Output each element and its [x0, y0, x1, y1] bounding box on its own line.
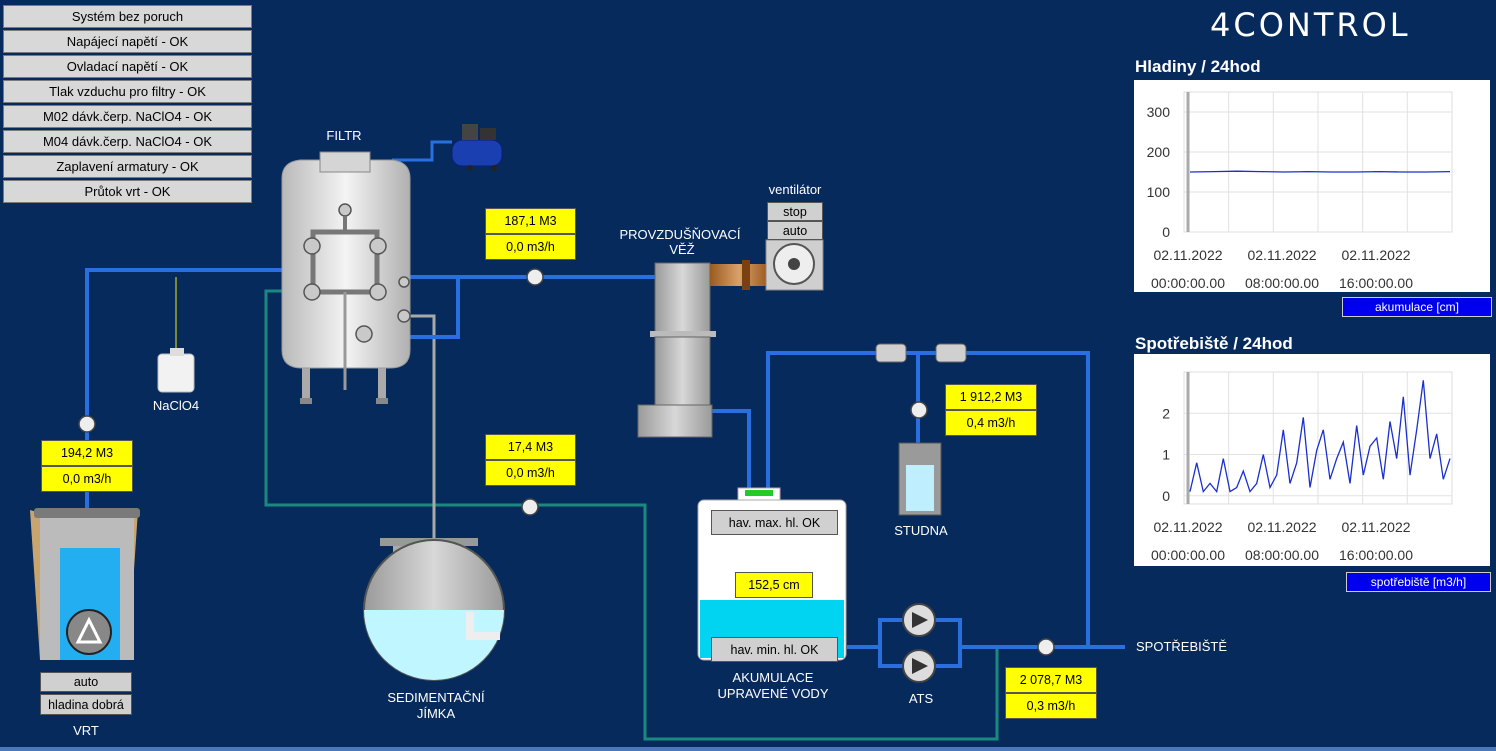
air-line	[392, 140, 452, 162]
sediment-total: 17,4 M3	[485, 434, 576, 460]
x-tick-time: 08:00:00.00	[1245, 547, 1319, 563]
vrt-level-status: hladina dobrá	[40, 694, 132, 715]
hav-max-status: hav. max. hl. OK	[711, 510, 838, 535]
label-provzdusnovaci: PROVZDUŠŇOVACÍ	[619, 227, 741, 242]
chart-spotrebiste-svg: 0 1 2 02.11.2022 02.11.2022 02.11.2022 00:00:0…	[1151, 371, 1453, 563]
chart-hladiny-legend[interactable]: akumulace [cm]	[1342, 297, 1492, 317]
label-spotrebiste: SPOTŘEBIŠTĚ	[1136, 639, 1228, 654]
blue-pipes	[85, 268, 1125, 668]
label-jimka: JÍMKA	[416, 706, 456, 721]
vrt-total: 194,2 M3	[41, 440, 133, 466]
x-tick-time: 16:00:00.00	[1339, 547, 1413, 563]
status-item[interactable]: Zaplavení armatury - OK	[3, 155, 252, 178]
teal-pipes	[264, 289, 999, 741]
sediment-flow: 0,0 m3/h	[485, 460, 576, 486]
x-tick-date: 02.11.2022	[1153, 519, 1222, 535]
label-vez: VĚŽ	[669, 242, 695, 257]
sediment-tank-icon	[363, 538, 505, 681]
status-item[interactable]: Tlak vzduchu pro filtry - OK	[3, 80, 252, 103]
filter-out-total: 187,1 M3	[485, 208, 576, 234]
brand-logo: 4CONTROL	[1210, 6, 1411, 44]
hav-min-status: hav. min. hl. OK	[711, 637, 838, 662]
sediment-pipe	[406, 314, 436, 540]
y-tick-label: 200	[1147, 144, 1171, 160]
filter-out-flow: 0,0 m3/h	[485, 234, 576, 260]
bottom-divider	[0, 747, 1496, 751]
label-studna: STUDNA	[894, 523, 948, 538]
chart-hladiny-title: Hladiny / 24hod	[1135, 57, 1261, 76]
x-tick-date: 02.11.2022	[1341, 519, 1410, 535]
chart-spotrebiste-title: Spotřebiště / 24hod	[1135, 334, 1293, 353]
vent-stop-button[interactable]: stop	[767, 202, 823, 221]
x-tick-time: 08:00:00.00	[1245, 275, 1319, 291]
chart-spotrebiste: 0 1 2 02.11.2022 02.11.2022 02.11.2022 00:00:0…	[1134, 354, 1490, 566]
spotr-flow: 0,3 m3/h	[1005, 693, 1097, 719]
valve-icons	[875, 343, 967, 363]
ats-pumps-icon	[902, 603, 936, 683]
y-tick-label: 300	[1147, 104, 1171, 120]
status-item[interactable]: Ovladací napětí - OK	[3, 55, 252, 78]
x-tick-time: 16:00:00.00	[1339, 275, 1413, 291]
studna-icon	[898, 442, 942, 516]
spotr-total: 2 078,7 M3	[1005, 667, 1097, 693]
x-tick-date: 02.11.2022	[1153, 247, 1222, 263]
label-upravene-vody: UPRAVENÉ VODY	[717, 686, 829, 701]
status-item[interactable]: Průtok vrt - OK	[3, 180, 252, 203]
filter-tank-icon	[281, 151, 411, 404]
tank-level-value: 152,5 cm	[735, 572, 813, 598]
aeration-tower-icon	[637, 239, 824, 438]
x-tick-date: 02.11.2022	[1247, 247, 1316, 263]
label-naclo4: NaClO4	[152, 398, 200, 413]
series-line	[1189, 380, 1451, 494]
well-vrt-icon	[30, 508, 140, 660]
studna-total: 1 912,2 M3	[945, 384, 1037, 410]
y-tick-label: 100	[1147, 184, 1171, 200]
y-tick-label: 2	[1162, 405, 1170, 421]
compressor-icon	[451, 124, 503, 171]
y-tick-label: 1	[1162, 447, 1170, 463]
chart-spotrebiste-legend[interactable]: spotřebiště [m3/h]	[1346, 572, 1491, 592]
chart-hladiny: 0 100 200 300 02.11.2022 02.11.2022 02.11.2022…	[1134, 80, 1490, 292]
label-sedimentacni: SEDIMENTAČNÍ	[387, 690, 485, 705]
status-item[interactable]: Napájecí napětí - OK	[3, 30, 252, 53]
label-ventilator: ventilátor	[768, 182, 822, 197]
status-item[interactable]: Systém bez poruch	[3, 5, 252, 28]
flow-meter-icons	[78, 268, 1055, 656]
y-tick-label: 0	[1162, 224, 1170, 240]
label-ats: ATS	[908, 691, 934, 706]
studna-flow: 0,4 m3/h	[945, 410, 1037, 436]
series-line	[1189, 170, 1451, 173]
vrt-flow: 0,0 m3/h	[41, 466, 133, 492]
x-tick-time: 00:00:00.00	[1151, 275, 1225, 291]
chart-hladiny-svg: 0 100 200 300 02.11.2022 02.11.2022 02.11.2022…	[1147, 91, 1453, 291]
vent-auto-button[interactable]: auto	[767, 221, 823, 240]
label-filtr: FILTR	[326, 128, 362, 143]
status-item[interactable]: M04 dávk.čerp. NaClO4 - OK	[3, 130, 252, 153]
status-item[interactable]: M02 dávk.čerp. NaClO4 - OK	[3, 105, 252, 128]
x-tick-date: 02.11.2022	[1247, 519, 1316, 535]
label-akumulace: AKUMULACE	[732, 670, 814, 685]
label-vrt: VRT	[73, 723, 99, 738]
y-tick-label: 0	[1162, 488, 1170, 504]
x-tick-time: 00:00:00.00	[1151, 547, 1225, 563]
vrt-mode-button[interactable]: auto	[40, 672, 132, 692]
x-tick-date: 02.11.2022	[1341, 247, 1410, 263]
naclo4-tank-icon	[157, 348, 195, 393]
